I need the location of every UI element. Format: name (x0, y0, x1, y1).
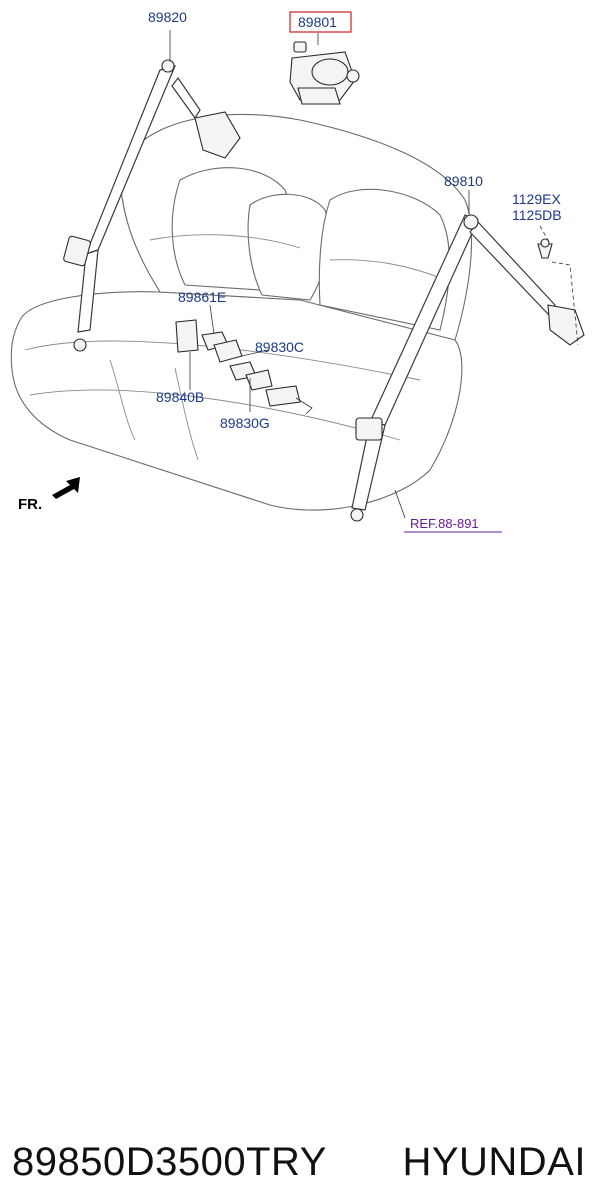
part-number-text: 89850D3500TRY (12, 1140, 327, 1184)
callout-top-left: 89820 (148, 9, 187, 25)
direction-label: FR. (18, 496, 42, 513)
callout-right-anchor: 89810 (444, 173, 483, 189)
callout-right-bolt-2: 1125DB (512, 207, 562, 223)
callout-buckle-lower: 89830G (220, 415, 270, 431)
center-belt-retractor (289, 41, 360, 105)
left-seat-belt-assembly (63, 59, 241, 352)
callout-top-center: 89801 (298, 14, 337, 30)
callout-top-center-highlight (289, 11, 352, 33)
callout-buckle-upper: 89861E (178, 289, 226, 305)
callout-right-bolt-1: 1129EX (512, 191, 561, 207)
rear-seat-back (119, 113, 473, 341)
callout-leader-lines (169, 30, 579, 519)
rear-seat-cushion (10, 291, 463, 511)
caption-bar: 89850D3500TRY HYUNDAI (0, 566, 600, 1184)
right-seat-belt-assembly (350, 214, 585, 522)
seat-belt-exploded-diagram: 89820 89801 89810 1129EX 1125DB 89861E 8… (10, 9, 585, 533)
forward-arrow-icon (52, 477, 80, 499)
center-buckle-assemblies (175, 319, 313, 415)
brand-text: HYUNDAI (402, 1140, 586, 1184)
reference-link: REF.88-891 (410, 516, 479, 531)
callout-buckle-left: 89840B (156, 389, 204, 405)
callout-buckle-right: 89830C (255, 339, 304, 355)
